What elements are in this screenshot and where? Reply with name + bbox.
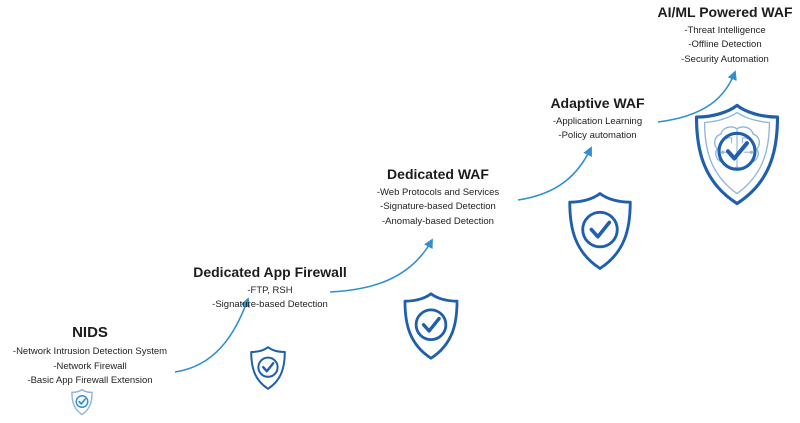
stage-item: -Application Learning [552,115,643,127]
arrow-4 [657,70,737,123]
stage-dedicated-app-firewall: Dedicated App Firewall -FTP, RSH -Signat… [180,264,360,313]
shield-check-icon [568,192,632,270]
stage-items: -Network Intrusion Detection System -Net… [0,345,180,389]
stage-title: Dedicated WAF [387,166,489,182]
stage-item: -Basic App Firewall Extension [27,375,153,386]
stage-item: -Policy automation [558,130,637,142]
stage-items: -Threat Intelligence -Offline Detection … [650,24,800,68]
stage-item: -Network Intrusion Detection System [12,346,168,357]
stage-adaptive-waf: Adaptive WAF -Application Learning -Poli… [535,95,660,144]
shield-check-icon [403,292,459,360]
stage-title: NIDS [72,324,108,341]
stage-item: -Network Firewall [53,360,127,372]
stage-nids: NIDS -Network Intrusion Detection System… [0,324,180,389]
stage-item: -Offline Detection [688,39,762,51]
stage-item: -Web Protocols and Services [376,186,500,198]
stage-item: -FTP, RSH [247,284,293,296]
stage-title: AI/ML Powered WAF [657,4,793,20]
stage-item: -Signature-based Detection [212,299,328,311]
stage-title: Adaptive WAF [550,95,645,111]
shield-brain-check-icon [694,103,780,206]
stage-item: -Anomaly-based Detection [382,215,494,227]
stage-items: -FTP, RSH -Signature-based Detection [180,284,360,313]
arrow-3 [517,146,592,201]
shield-check-icon [250,346,286,390]
arrow-2 [329,238,433,293]
arrow-1 [174,297,250,373]
stage-items: -Application Learning -Policy automation [535,115,660,144]
stage-dedicated-waf: Dedicated WAF -Web Protocols and Service… [358,166,518,229]
stage-item: -Signature-based Detection [380,201,496,213]
stage-ai-ml-powered-waf: AI/ML Powered WAF -Threat Intelligence -… [650,4,800,67]
stage-item: -Security Automation [681,53,769,65]
stage-items: -Web Protocols and Services -Signature-b… [358,186,518,230]
stage-title: Dedicated App Firewall [193,264,347,280]
stage-item: -Threat Intelligence [684,24,766,36]
shield-check-icon [71,388,93,416]
